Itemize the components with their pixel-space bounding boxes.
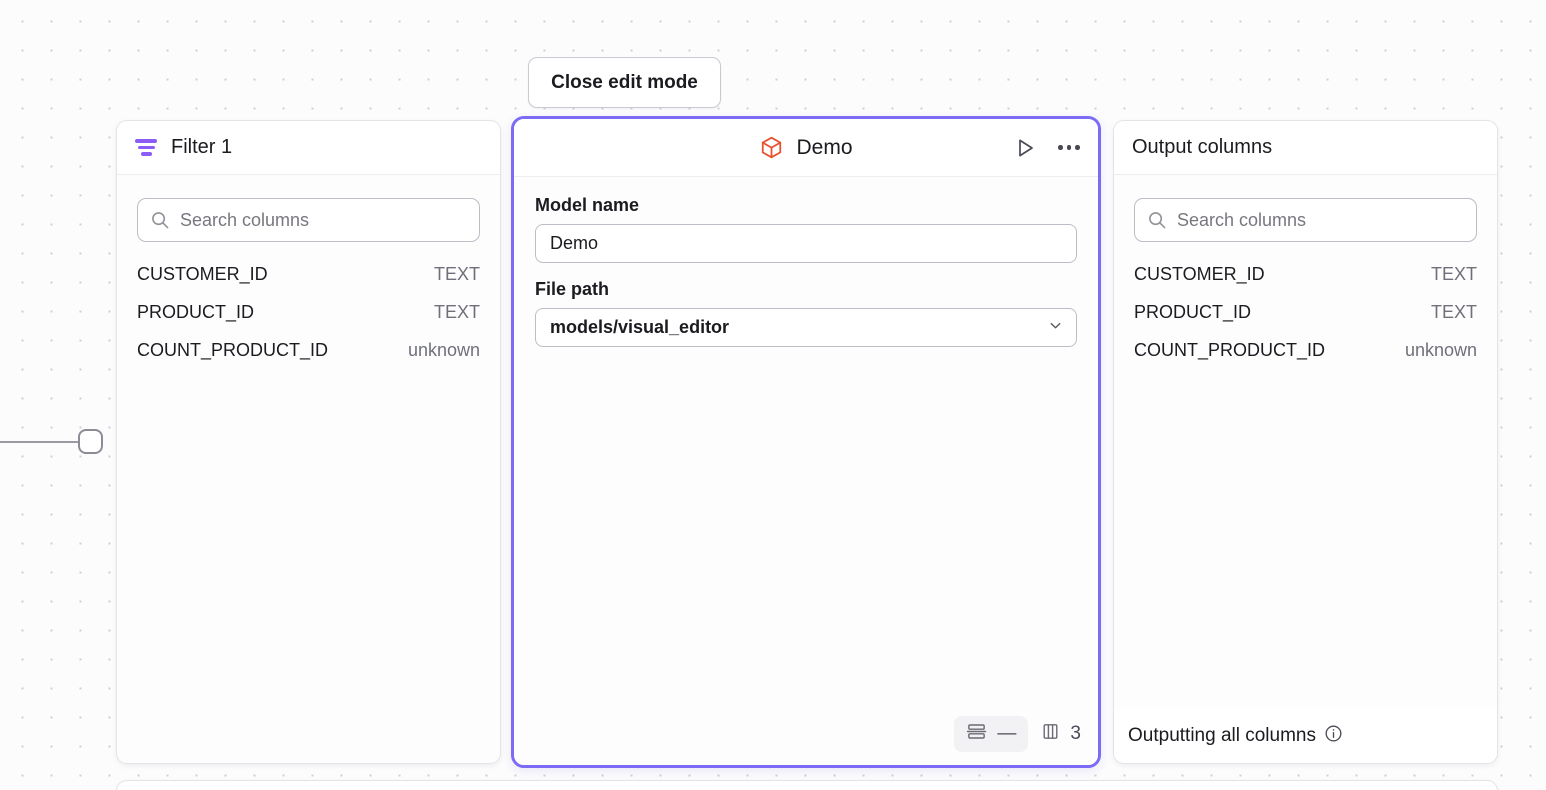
- demo-panel-title: Demo: [796, 135, 853, 159]
- column-type: TEXT: [433, 264, 480, 284]
- column-name: CUSTOMER_ID: [137, 264, 268, 284]
- model-name-input[interactable]: [550, 233, 1062, 254]
- column-name: COUNT_PRODUCT_ID: [1134, 340, 1326, 360]
- column-name: CUSTOMER_ID: [1134, 264, 1265, 284]
- close-edit-mode-button[interactable]: Close edit mode: [528, 57, 721, 108]
- filter-panel-header: Filter 1: [117, 121, 500, 175]
- filter-icon: [135, 139, 157, 157]
- outputting-all-columns-label: Outputting all columns: [1128, 725, 1316, 746]
- demo-title-group: Demo: [759, 135, 853, 160]
- output-panel-body: CUSTOMER_ID TEXT PRODUCT_ID TEXT COUNT_P…: [1114, 175, 1497, 763]
- file-path-value: models/visual_editor: [550, 317, 730, 337]
- row-count-value: —: [997, 723, 1017, 744]
- flow-edge: [0, 441, 79, 443]
- output-search-box[interactable]: [1134, 198, 1477, 242]
- filter-panel-title: Filter 1: [171, 136, 233, 158]
- cube-icon: [759, 135, 784, 160]
- search-icon: [1147, 210, 1167, 230]
- file-path-select[interactable]: models/visual_editor: [535, 308, 1077, 347]
- list-item[interactable]: COUNT_PRODUCT_ID unknown: [1134, 340, 1477, 378]
- list-item[interactable]: PRODUCT_ID TEXT: [137, 302, 480, 340]
- filter-panel-body: CUSTOMER_ID TEXT PRODUCT_ID TEXT COUNT_P…: [117, 175, 500, 763]
- filter-node-panel[interactable]: Filter 1 CUSTOMER_ID TEXT PRODUCT_ID: [116, 120, 501, 764]
- column-type: TEXT: [433, 302, 480, 322]
- output-panel-header: Output columns: [1114, 121, 1497, 175]
- filter-column-list: CUSTOMER_ID TEXT PRODUCT_ID TEXT COUNT_P…: [117, 264, 500, 378]
- model-name-label: Model name: [535, 195, 640, 215]
- column-type: unknown: [1404, 340, 1477, 360]
- list-item[interactable]: CUSTOMER_ID TEXT: [137, 264, 480, 302]
- model-name-field[interactable]: [535, 224, 1077, 263]
- chevron-down-icon: [1047, 317, 1064, 339]
- search-icon: [150, 210, 170, 230]
- output-column-list: CUSTOMER_ID TEXT PRODUCT_ID TEXT COUNT_P…: [1114, 264, 1497, 378]
- column-name: PRODUCT_ID: [1134, 302, 1252, 322]
- list-item[interactable]: PRODUCT_ID TEXT: [1134, 302, 1477, 340]
- edge-handle[interactable]: [78, 429, 103, 454]
- ellipsis-icon[interactable]: [1054, 133, 1084, 163]
- output-columns-panel[interactable]: Output columns CUSTOMER_ID TEXT PRODU: [1113, 120, 1498, 764]
- output-panel-title: Output columns: [1132, 136, 1273, 158]
- model-node-panel[interactable]: Demo Model name File path models/vi: [511, 116, 1101, 768]
- column-type: TEXT: [1430, 264, 1477, 284]
- output-panel-footer: Outputting all columns: [1114, 709, 1497, 763]
- output-search-input[interactable]: [1177, 209, 1464, 231]
- column-name: COUNT_PRODUCT_ID: [137, 340, 329, 360]
- play-icon[interactable]: [1010, 133, 1040, 163]
- rows-icon: [966, 721, 987, 747]
- column-type: TEXT: [1430, 302, 1477, 322]
- list-item[interactable]: CUSTOMER_ID TEXT: [1134, 264, 1477, 302]
- demo-header-actions: [1010, 119, 1084, 176]
- info-circle-icon[interactable]: [1324, 724, 1343, 748]
- filter-search-box[interactable]: [137, 198, 480, 242]
- filter-search-input[interactable]: [180, 209, 467, 231]
- file-path-label: File path: [535, 279, 610, 299]
- demo-panel-body: Model name File path models/visual_edito…: [514, 177, 1098, 765]
- column-name: PRODUCT_ID: [137, 302, 255, 322]
- column-count-value: 3: [1070, 723, 1081, 744]
- column-count-group[interactable]: 3: [1040, 721, 1081, 747]
- demo-panel-header: Demo: [514, 119, 1098, 177]
- next-node-panel-peek[interactable]: [116, 780, 1498, 790]
- row-count-group[interactable]: —: [954, 716, 1029, 752]
- column-type: unknown: [407, 340, 480, 360]
- list-item[interactable]: COUNT_PRODUCT_ID unknown: [137, 340, 480, 378]
- columns-icon: [1040, 721, 1061, 747]
- demo-panel-footer: — 3: [954, 716, 1081, 752]
